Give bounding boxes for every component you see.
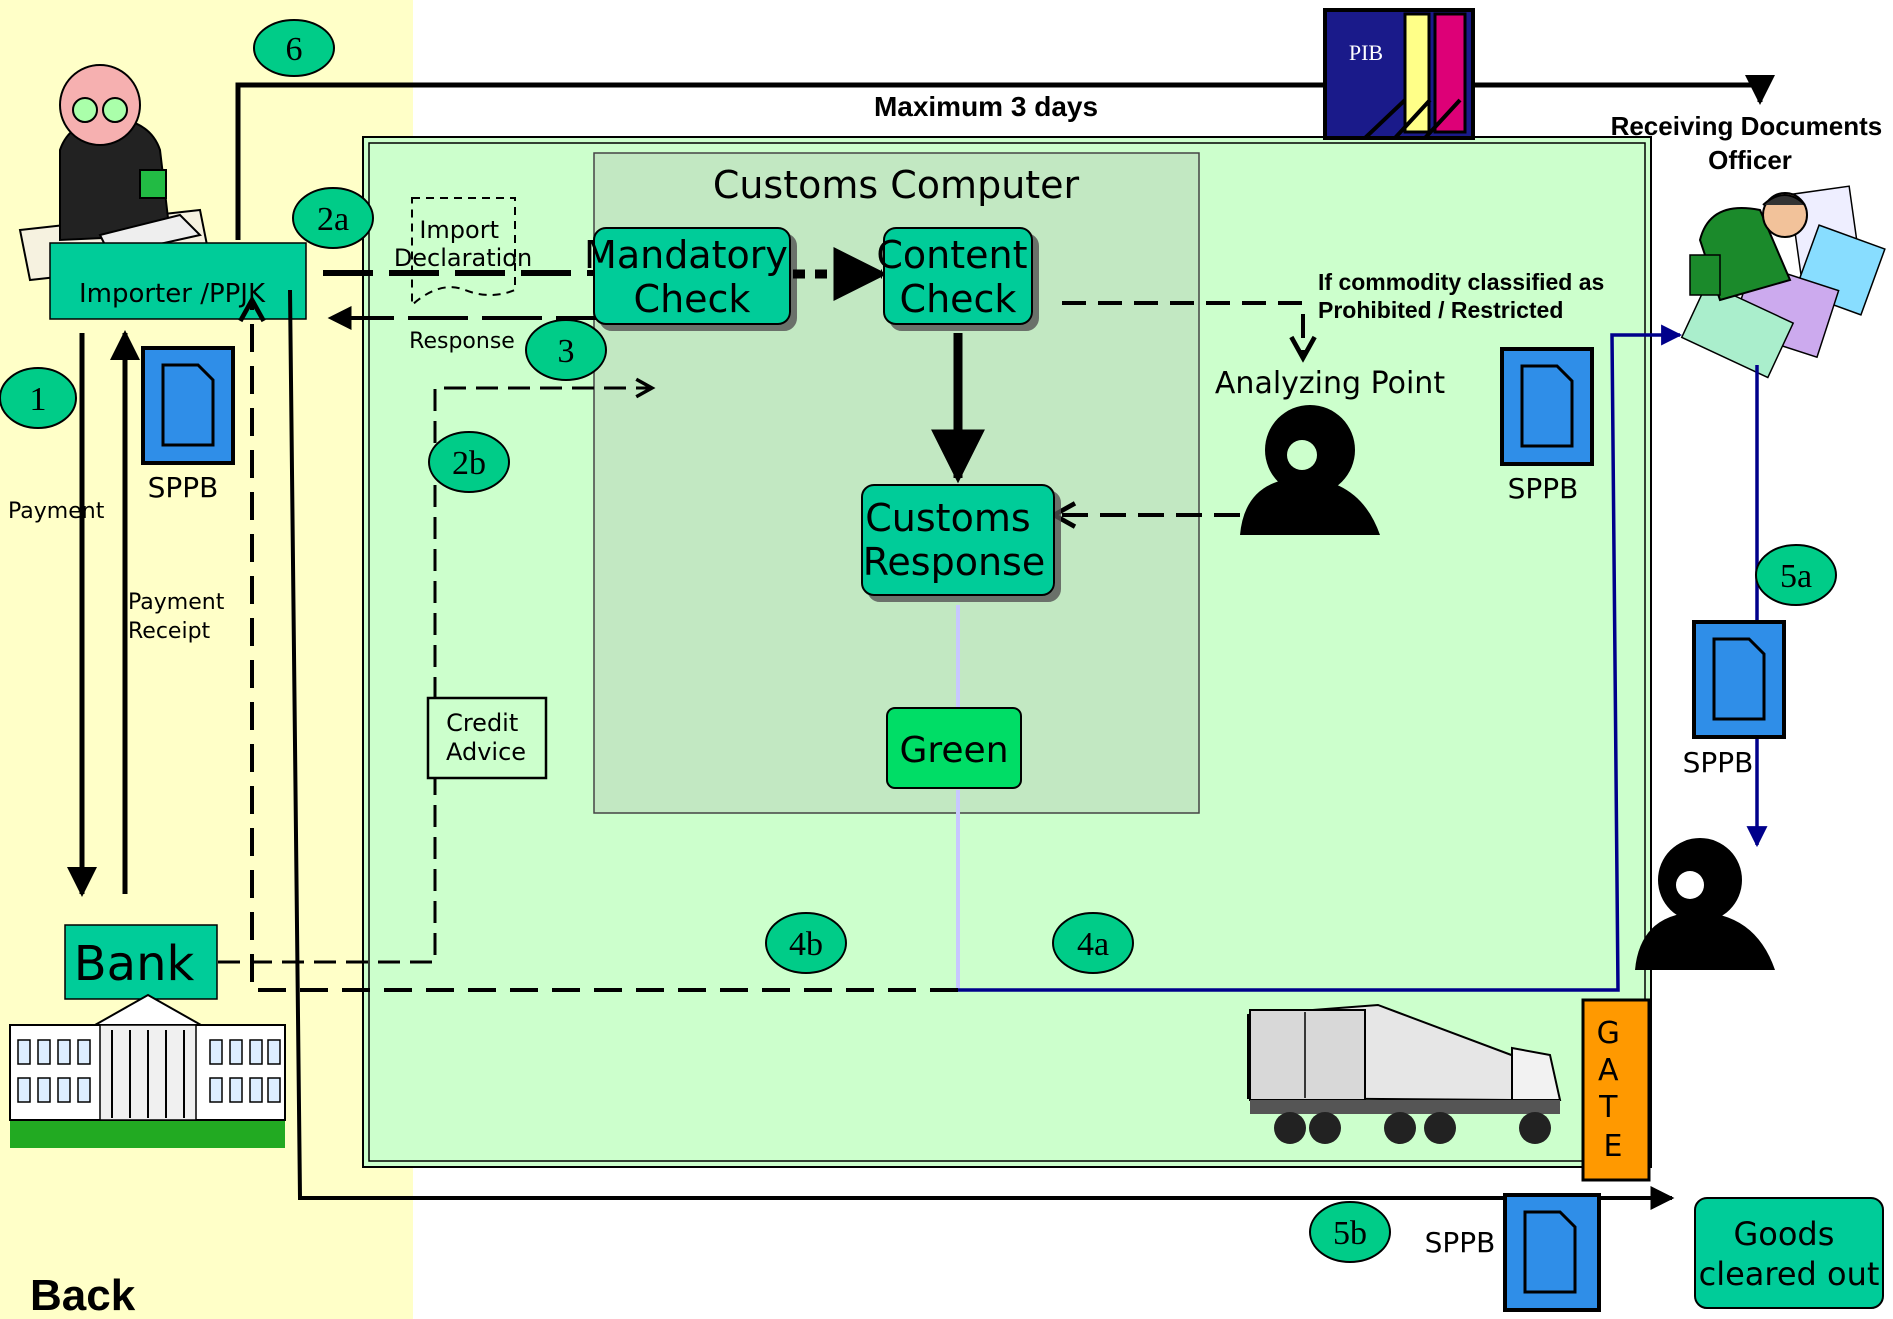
svg-text:2b: 2b [452, 445, 486, 482]
step-circle-5a: 5a [1755, 544, 1837, 606]
analyzing-officer-silhouette [1240, 405, 1380, 535]
back-button[interactable]: Back [30, 1271, 136, 1319]
analyzing-point-label: Analyzing Point [1215, 366, 1445, 401]
response-label: Response [409, 329, 515, 354]
customs-computer-title: Customs Computer [713, 163, 1080, 207]
step-circle-2b: 2b [428, 431, 510, 493]
svg-text:5b: 5b [1333, 1215, 1367, 1252]
step-circle-5b: 5b [1309, 1201, 1391, 1263]
svg-text:6: 6 [286, 31, 303, 68]
content-to-analyzing-arrow [1062, 301, 1303, 358]
bank-window [17, 1077, 31, 1103]
bank-window [229, 1039, 243, 1065]
sppb-doc-officer [1692, 620, 1786, 739]
sppb-label-officer: SPPB [1683, 746, 1754, 779]
bank-building-illustration [9, 993, 286, 1148]
bank-window [57, 1077, 71, 1103]
payment-label: Payment [8, 499, 105, 524]
sppb-doc-exit [1503, 1193, 1601, 1312]
import-declaration-doc-icon [411, 197, 516, 308]
prohibited-label: If commodity classified as Prohibited / … [1318, 269, 1611, 323]
sppb-label-importer: SPPB [148, 471, 219, 504]
bank-window [209, 1077, 223, 1103]
svg-text:4b: 4b [789, 926, 823, 963]
step-circle-6: 6 [253, 19, 335, 77]
gate-label: G A T E [1597, 1016, 1630, 1164]
gate-officer-silhouette [1635, 838, 1775, 970]
svg-text:4a: 4a [1077, 926, 1109, 963]
svg-text:5a: 5a [1780, 558, 1812, 595]
goods-cleared-box [1694, 1197, 1884, 1309]
truck-illustration [1247, 1003, 1562, 1144]
sppb-label-exit: SPPB [1425, 1226, 1496, 1259]
sppb-label-analyzing: SPPB [1508, 472, 1579, 505]
bank-label: Bank [74, 936, 195, 992]
gate-box [1581, 998, 1651, 1182]
bank-window [37, 1077, 51, 1103]
content-check-box [883, 227, 1033, 325]
green-label: Green [899, 730, 1008, 771]
route-5b-line [288, 289, 1675, 1210]
bank-window [267, 1077, 281, 1103]
credit-advice-label: Credit Advice [446, 709, 526, 766]
svg-text:3: 3 [558, 333, 575, 370]
bank-window [37, 1039, 51, 1065]
mandatory-check-label: Mandatory Check [584, 233, 800, 321]
svg-text:2a: 2a [317, 201, 349, 238]
step-circle-3: 3 [525, 319, 607, 381]
receiving-officer-illustration [1680, 185, 1886, 379]
bank-window [209, 1039, 223, 1065]
bank-window [57, 1039, 71, 1065]
sppb-doc-analyzing [1500, 347, 1594, 466]
bank-window [77, 1039, 91, 1065]
sppb-doc-importer [141, 346, 235, 465]
bank-window [229, 1077, 243, 1103]
step-circle-2a: 2a [292, 187, 374, 249]
green-box [886, 707, 1022, 789]
pib-document-icon: PIB [1323, 8, 1475, 140]
max-days-label: Maximum 3 days [874, 91, 1098, 122]
route-2b-dashed-line [218, 388, 652, 964]
bank-window [77, 1077, 91, 1103]
bank-window [267, 1039, 281, 1065]
import-declaration-label: Import Declaration [394, 216, 532, 272]
route-4b-dashed-line [252, 300, 958, 992]
importer-label: Importer /PPJK [79, 279, 266, 309]
payment-receipt-label: Payment Receipt [128, 590, 231, 644]
step-circle-4a: 4a [1052, 912, 1134, 974]
bank-box [64, 924, 218, 1000]
credit-advice-box [426, 696, 548, 780]
pib-label: PIB [1349, 40, 1383, 65]
svg-text:1: 1 [30, 381, 47, 418]
main-panel-inner-border [368, 142, 1646, 1162]
customs-response-label: Customs Response [863, 496, 1046, 584]
step-circle-1: 1 [0, 367, 77, 429]
customs-response-box [861, 484, 1055, 596]
bank-window [249, 1039, 263, 1065]
route-4a-navy-line [958, 324, 1683, 992]
content-check-label: Content Check [876, 233, 1039, 321]
bank-window [17, 1039, 31, 1065]
bank-window [249, 1077, 263, 1103]
goods-cleared-label: Goods cleared out [1699, 1215, 1880, 1293]
receiving-officer-label: Receiving Documents Officer [1611, 111, 1890, 175]
top-route-arrow [235, 75, 1775, 240]
mandatory-check-box [593, 227, 791, 325]
step-circle-4b: 4b [765, 912, 847, 974]
